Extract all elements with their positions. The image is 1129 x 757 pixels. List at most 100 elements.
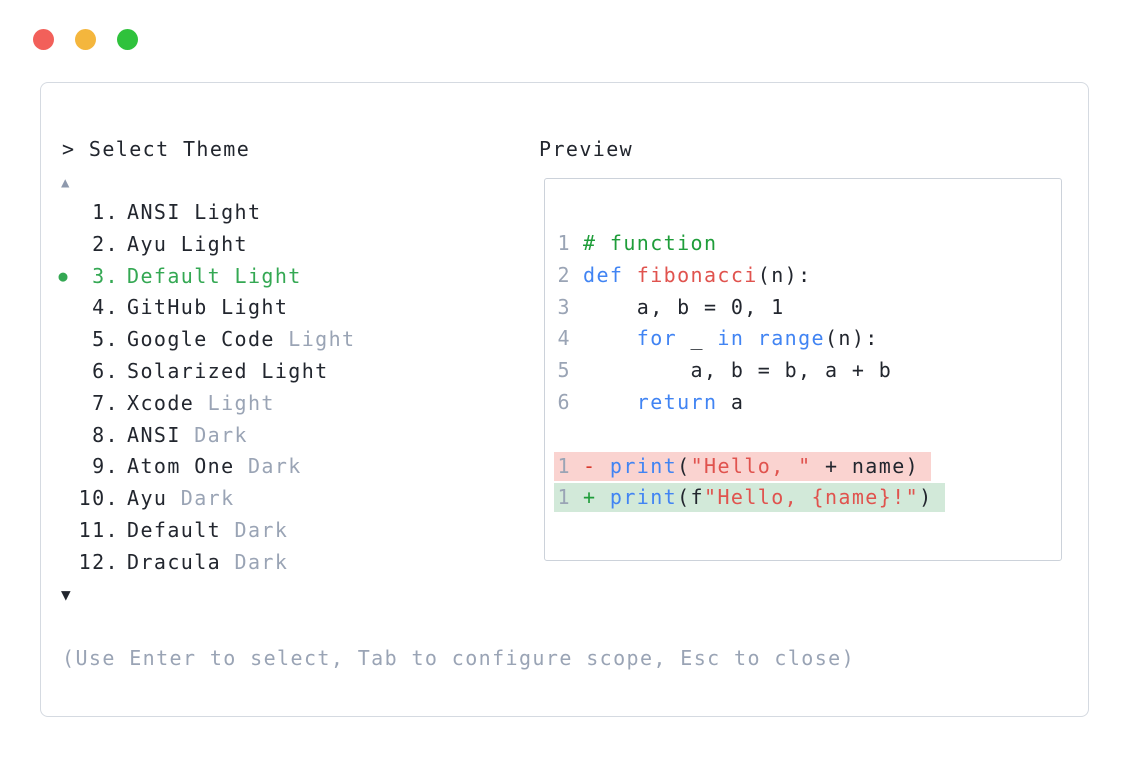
theme-name: Google Code (127, 327, 289, 352)
theme-name: Dracula (127, 549, 235, 574)
theme-number: 10. (78, 486, 119, 511)
token-plain (623, 263, 636, 287)
code-line-content: 3 a, b = 0, 1 (554, 293, 797, 322)
token-keyword: range (757, 326, 825, 351)
theme-name: GitHub Light (127, 295, 289, 320)
token-plain: ) (919, 485, 933, 510)
theme-number: 2. (92, 231, 119, 256)
theme-name: Atom One (127, 454, 248, 479)
code-line: 4 for _ in range(n): (557, 322, 1061, 354)
token-plain (583, 326, 637, 350)
theme-list-item[interactable]: ● 3. Default Light (41, 261, 541, 293)
line-number: 6 (557, 389, 571, 414)
token-added-marker: + (583, 485, 610, 510)
theme-number: 1. (92, 200, 119, 224)
hint-text: (Use Enter to select, Tab to configure s… (62, 646, 856, 670)
token-keyword: print (609, 453, 678, 478)
theme-number: 3. (92, 263, 119, 288)
token-keyword: in (717, 326, 745, 351)
selected-bullet-icon: ● (58, 266, 68, 285)
code-line-content: 5 a, b = b, a + b (554, 356, 904, 385)
token-plain (744, 326, 757, 350)
token-keyword: def (583, 262, 624, 287)
token-plain: (n): (824, 326, 879, 351)
theme-list-item[interactable]: 10.Ayu Dark (41, 483, 541, 515)
theme-name: ANSI Light (127, 200, 262, 224)
code-line: 3 a, b = 0, 1 (557, 291, 1061, 323)
code-line-content: 4 for _ in range(n): (554, 324, 891, 353)
token-plain: a, b = b, a + b (583, 358, 893, 383)
theme-variant: Dark (247, 454, 302, 479)
preview-title: Preview (539, 137, 634, 161)
token-keyword: for (636, 326, 678, 351)
token-string: "Hello, " (690, 453, 812, 478)
theme-number: 7. (92, 390, 119, 415)
code-line-content: 1# function (554, 229, 729, 258)
minimize-button[interactable] (75, 29, 96, 50)
line-number: 5 (557, 358, 571, 383)
code-line (557, 418, 1061, 450)
theme-list-item[interactable]: 4. GitHub Light (41, 292, 541, 324)
token-plain: _ (677, 326, 718, 351)
window-controls (33, 29, 138, 50)
theme-name: Ayu Light (127, 231, 248, 256)
theme-name: Solarized Light (127, 358, 329, 383)
token-plain: a, b = 0, 1 (583, 294, 785, 319)
theme-number: 12. (78, 549, 119, 574)
code-line-content: 1- print("Hello, " + name) (554, 451, 932, 481)
theme-name: Default Light (127, 263, 302, 288)
prompt-label: > Select Theme (62, 137, 251, 161)
theme-list-item[interactable]: 7.Xcode Light (41, 388, 541, 420)
token-plain: ( (677, 453, 691, 478)
code-line: 2 def fibonacci(n): (557, 259, 1061, 291)
theme-variant: Dark (180, 486, 235, 511)
maximize-button[interactable] (117, 29, 138, 50)
diff-added-line: 1 + print(f"Hello, {name}!") (554, 481, 1061, 513)
theme-variant: Light (288, 327, 356, 352)
token-plain (583, 390, 637, 414)
theme-list-item[interactable]: 12. Dracula Dark (41, 547, 541, 579)
scroll-down-icon[interactable]: ▼ (61, 585, 71, 604)
token-plain: a (717, 389, 745, 414)
theme-name: ANSI (127, 422, 195, 447)
theme-list-item[interactable]: 9. Atom One Dark (41, 451, 541, 483)
theme-list-item[interactable]: 5. Google Code Light (41, 324, 541, 356)
theme-number: 6. (92, 358, 119, 383)
token-removed-marker: - (583, 453, 610, 478)
token-keyword: print (609, 485, 678, 510)
theme-list-item[interactable]: 8.ANSI Dark (41, 420, 541, 452)
code-line-content: 2 def fibonacci(n): (554, 261, 824, 290)
token-keyword: return (636, 389, 718, 414)
code-line: 1# function (557, 227, 1061, 259)
theme-number: 5. (92, 327, 119, 352)
theme-name: Default (127, 517, 235, 542)
theme-number: 8. (92, 422, 119, 447)
code-line: 6 return a (557, 386, 1061, 418)
theme-variant: Dark (234, 549, 289, 574)
code-line: 5 a, b = b, a + b (557, 354, 1061, 386)
close-button[interactable] (33, 29, 54, 50)
token-plain: (n): (757, 262, 812, 287)
scroll-up-icon[interactable]: ▲ (61, 175, 70, 191)
theme-name: Xcode (127, 390, 208, 415)
theme-list-item[interactable]: 6. Solarized Light (41, 356, 541, 388)
code-line-content: 6 return a (554, 388, 756, 417)
theme-list-item[interactable]: 1. ANSI Light (41, 197, 541, 229)
line-number: 2 (557, 262, 571, 287)
theme-picker-panel: > Select Theme ▲ 1. ANSI Light 2. Ayu Light… (40, 82, 1089, 717)
line-number: 1 (557, 485, 571, 510)
theme-number: 4. (92, 295, 119, 320)
token-comment: # function (583, 231, 718, 255)
theme-list-item[interactable]: 11.Default Dark (41, 515, 541, 547)
diff-removed-line: 1- print("Hello, " + name) (554, 450, 1061, 482)
theme-list-item[interactable]: 2. Ayu Light (41, 229, 541, 261)
code-line-content (554, 420, 595, 449)
line-number: 1 (557, 453, 571, 478)
code-line-content: 1 + print(f"Hello, {name}!") (554, 483, 945, 513)
theme-number: 9. (92, 454, 119, 479)
token-string: "Hello, {name}!" (704, 485, 920, 510)
token-function: fibonacci (636, 262, 758, 287)
token-plain: (f (677, 485, 704, 510)
